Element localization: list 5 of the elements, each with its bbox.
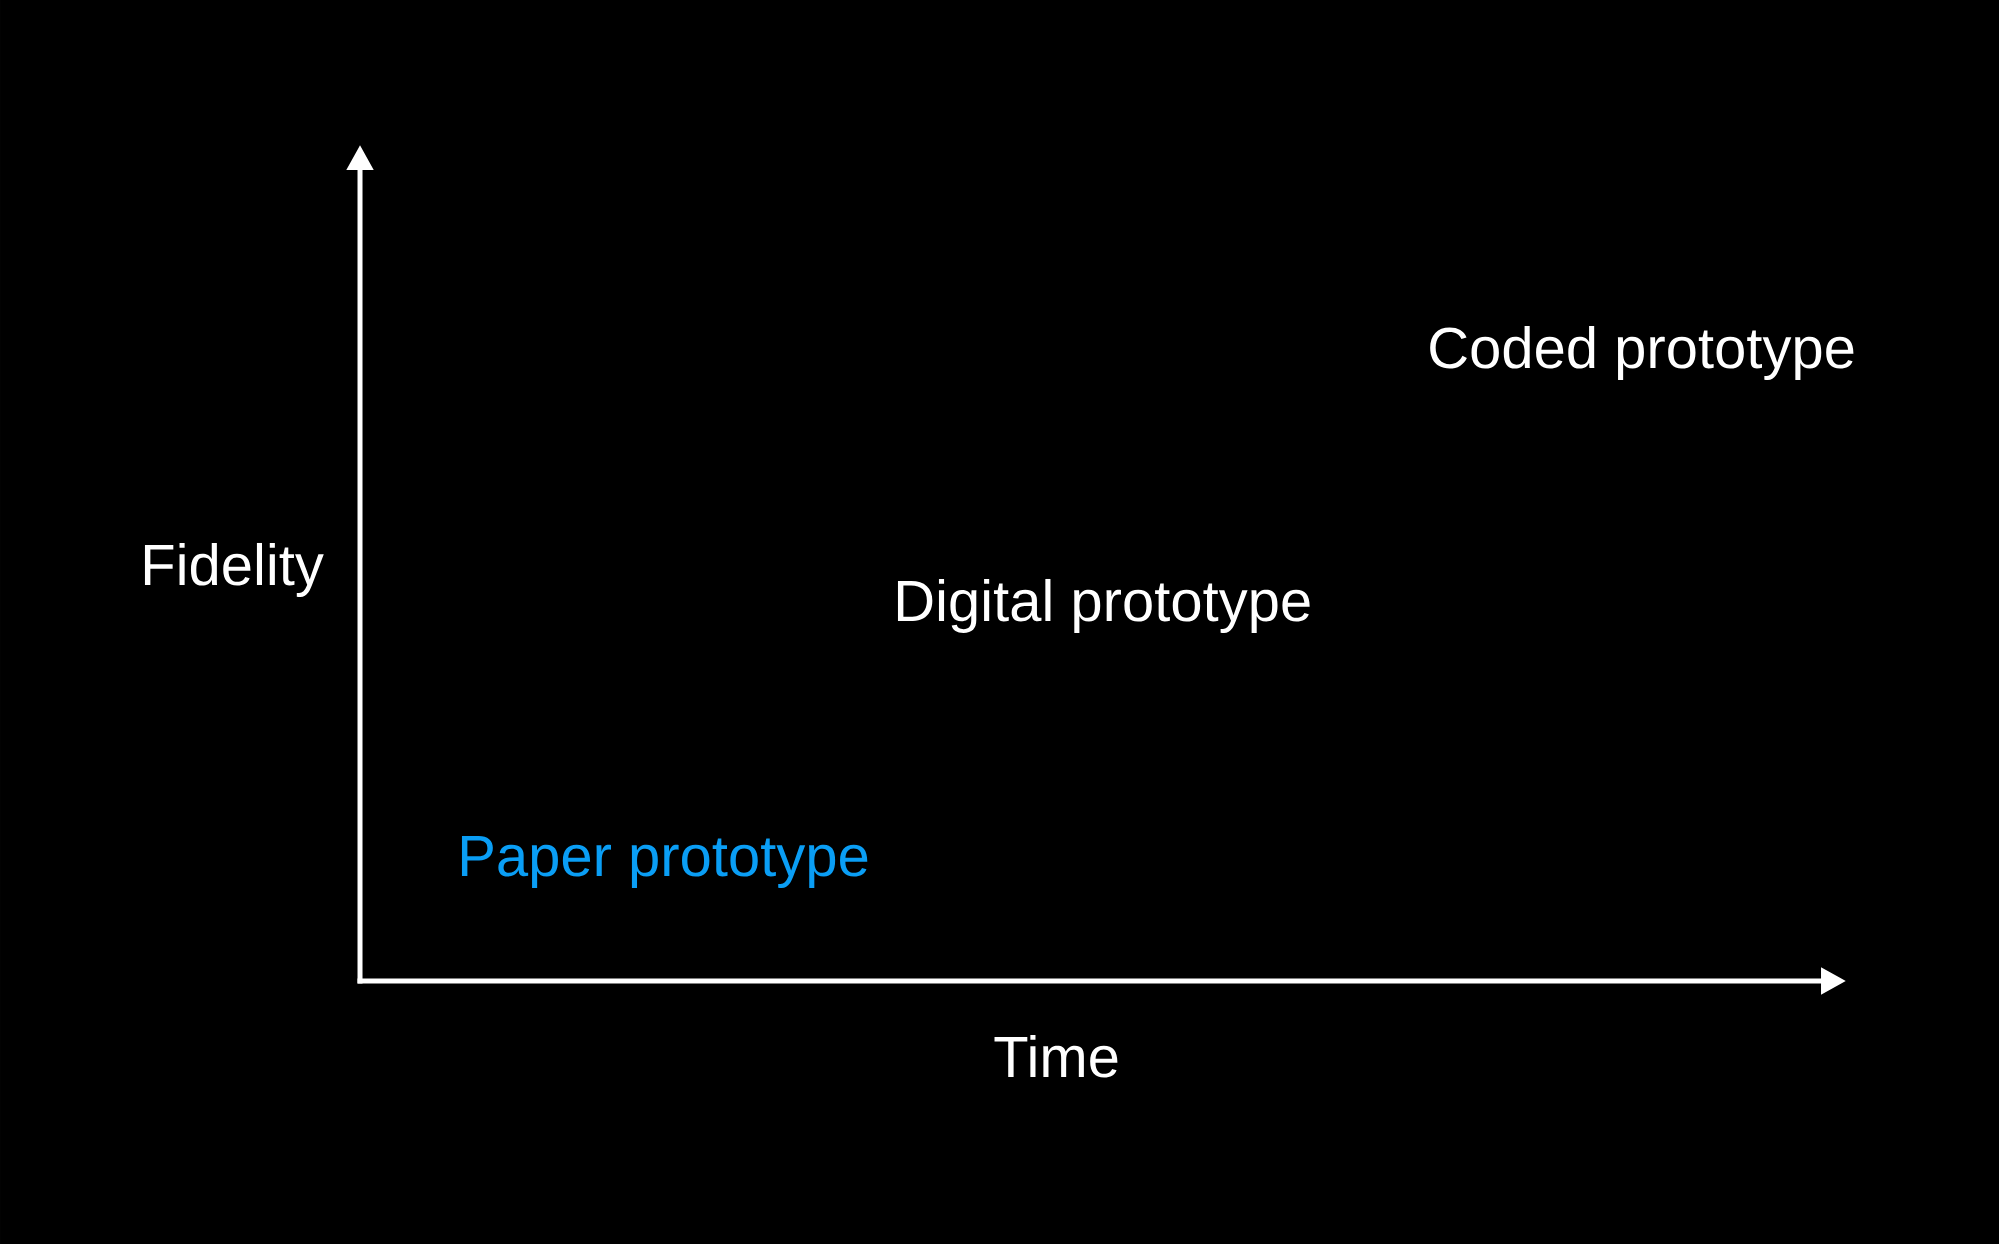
plot-label: Paper prototype bbox=[461, 836, 868, 889]
plot-label: Coded prototype bbox=[1430, 325, 1854, 381]
axis-title: Fidelity bbox=[144, 542, 324, 598]
axis-title: Time bbox=[994, 1034, 1118, 1078]
plot-label: Digital prototype bbox=[897, 578, 1310, 634]
